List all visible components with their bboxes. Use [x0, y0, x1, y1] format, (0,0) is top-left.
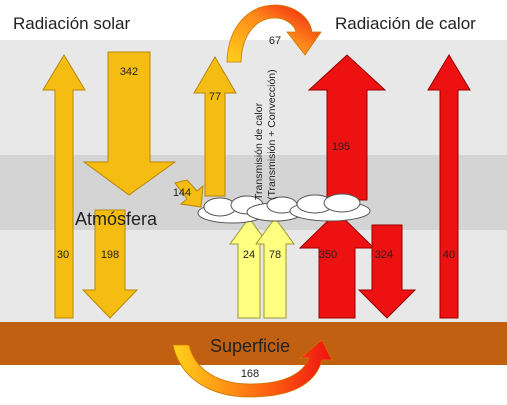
- value-reflected-atm: 77: [209, 91, 221, 103]
- reflected-surface-arrow: [42, 54, 86, 319]
- window-arrow: [427, 54, 471, 319]
- value-surface-cycle: 168: [241, 368, 259, 380]
- top-transfer-arrow: [226, 4, 322, 63]
- value-absorbed-surface: 198: [101, 249, 119, 261]
- upper-atmosphere-band: [0, 40, 507, 155]
- solar-in-arrow: [82, 51, 177, 196]
- value-conduction: 24: [243, 249, 255, 261]
- value-convection: 78: [269, 249, 281, 261]
- transfer-label-line1: Transmisión de calor: [253, 102, 265, 200]
- transfer-label-line2: (Transmisión + Convección): [266, 69, 278, 200]
- surface-emission-arrow: [298, 211, 376, 319]
- surface-cycle-arrow: [172, 339, 333, 398]
- absorbed-atm-arrow: [174, 179, 204, 208]
- value-top-transfer: 67: [269, 35, 281, 47]
- solar-title: Radiación solar: [13, 14, 131, 33]
- value-atm-emission: 195: [332, 141, 350, 153]
- convection-arrow: [255, 217, 295, 319]
- heat-title: Radiación de calor: [335, 14, 476, 33]
- reflected-atm-arrow: [193, 56, 237, 197]
- atm-emission-arrow: [307, 54, 387, 201]
- surface-band: [0, 322, 507, 365]
- value-window: 40: [443, 249, 455, 261]
- value-surface-emission: 350: [319, 249, 337, 261]
- value-solar-in: 342: [120, 66, 138, 78]
- atmosphere-label: Atmósfera: [75, 209, 158, 229]
- cloud-middle: [246, 196, 304, 222]
- value-absorbed-atm: 144: [173, 187, 191, 199]
- back-radiation-arrow: [357, 224, 417, 319]
- cloud-right: [289, 193, 371, 222]
- absorbed-surface-arrow: [81, 209, 139, 319]
- heat-title-box: [323, 7, 495, 39]
- value-back-radiation: 324: [375, 249, 393, 261]
- surface-label: Superficie: [210, 336, 290, 356]
- solar-title-box: [8, 7, 218, 39]
- value-reflected-surface: 30: [57, 249, 69, 261]
